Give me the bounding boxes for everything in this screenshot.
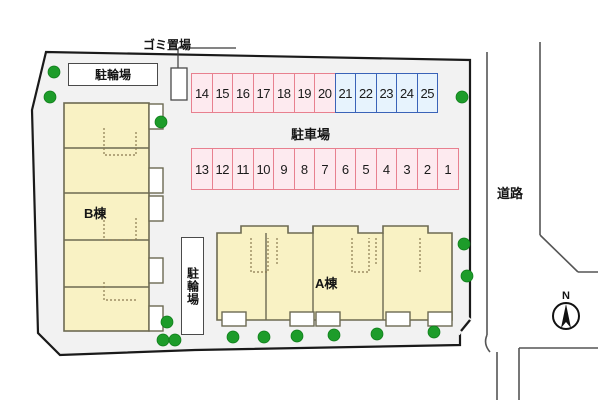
parking-lot-label: 駐車場: [291, 127, 331, 142]
bicycle-parking-middle-label: 駐輪場: [181, 237, 204, 335]
compass-icon: [552, 302, 580, 330]
building-a-label: A棟: [315, 276, 338, 291]
tree-icon: [457, 237, 471, 251]
parking-stall-1[interactable]: 1: [437, 148, 459, 190]
parking-stall-6[interactable]: 6: [334, 148, 356, 190]
stall-number: 4: [382, 161, 390, 177]
parking-stall-19[interactable]: 19: [293, 73, 315, 113]
building-b-shape: [63, 102, 164, 332]
stall-number: 15: [215, 85, 230, 101]
stall-number: 13: [195, 161, 209, 177]
stall-number: 8: [300, 161, 308, 177]
stall-number: 24: [400, 85, 414, 101]
parking-stall-9[interactable]: 9: [273, 148, 295, 190]
parking-stall-2[interactable]: 2: [416, 148, 438, 190]
stall-number: 3: [403, 161, 411, 177]
stall-number: 6: [341, 161, 349, 177]
parking-stall-3[interactable]: 3: [396, 148, 418, 190]
stall-number: 1: [444, 161, 452, 177]
parking-stall-17[interactable]: 17: [252, 73, 274, 113]
tree-icon: [427, 325, 441, 339]
stall-number: 20: [318, 85, 332, 101]
tree-icon: [43, 90, 57, 104]
parking-stall-10[interactable]: 10: [252, 148, 274, 190]
trash-area-box: [170, 67, 188, 101]
parking-stall-21[interactable]: 21: [334, 73, 356, 113]
stall-number: 12: [215, 161, 230, 177]
stall-number: 17: [256, 85, 271, 101]
bicycle-parking-top-label: 駐輪場: [68, 63, 158, 86]
parking-stall-14[interactable]: 14: [191, 73, 213, 113]
tree-icon: [370, 327, 384, 341]
parking-stall-11[interactable]: 11: [232, 148, 254, 190]
stall-number: 9: [280, 161, 288, 177]
tree-icon: [47, 65, 61, 79]
stall-number: 7: [321, 161, 329, 177]
tree-icon: [290, 329, 304, 343]
parking-stall-23[interactable]: 23: [375, 73, 397, 113]
stall-number: 18: [277, 85, 291, 101]
stall-number: 22: [359, 85, 373, 101]
parking-stall-16[interactable]: 16: [232, 73, 254, 113]
parking-stall-5[interactable]: 5: [355, 148, 377, 190]
stall-number: 25: [420, 85, 435, 101]
parking-stall-20[interactable]: 20: [314, 73, 336, 113]
stall-number: 10: [256, 161, 271, 177]
parking-stall-12[interactable]: 12: [211, 148, 233, 190]
parking-stall-25[interactable]: 25: [416, 73, 438, 113]
building-a-shape: [216, 225, 453, 327]
parking-stall-18[interactable]: 18: [273, 73, 295, 113]
tree-icon: [160, 315, 174, 329]
parking-stall-8[interactable]: 8: [293, 148, 315, 190]
parking-stall-24[interactable]: 24: [396, 73, 418, 113]
stall-number: 5: [362, 161, 370, 177]
parking-stall-4[interactable]: 4: [375, 148, 397, 190]
stall-number: 16: [236, 85, 250, 101]
tree-icon: [168, 333, 182, 347]
tree-icon: [460, 269, 474, 283]
stall-number: 21: [338, 85, 353, 101]
tree-icon: [154, 115, 168, 129]
tree-icon: [156, 333, 170, 347]
stall-number: 23: [379, 85, 394, 101]
parking-stall-13[interactable]: 13: [191, 148, 213, 190]
stall-number: 2: [423, 161, 431, 177]
stall-number: 14: [195, 85, 209, 101]
tree-icon: [455, 90, 469, 104]
tree-group: [43, 65, 474, 347]
parking-stall-7[interactable]: 7: [314, 148, 336, 190]
tree-icon: [226, 330, 240, 344]
road-label: 道路: [497, 186, 524, 201]
parking-stall-22[interactable]: 22: [355, 73, 377, 113]
building-b-label: B棟: [84, 206, 107, 221]
parking-stall-15[interactable]: 15: [211, 73, 233, 113]
trash-area-label: ゴミ置場: [143, 38, 192, 52]
tree-icon: [327, 328, 341, 342]
stall-number: 19: [297, 85, 312, 101]
tree-icon: [257, 330, 271, 344]
stall-number: 11: [236, 161, 250, 177]
compass-north-label: N: [562, 290, 570, 302]
road-lines: [484, 42, 598, 400]
